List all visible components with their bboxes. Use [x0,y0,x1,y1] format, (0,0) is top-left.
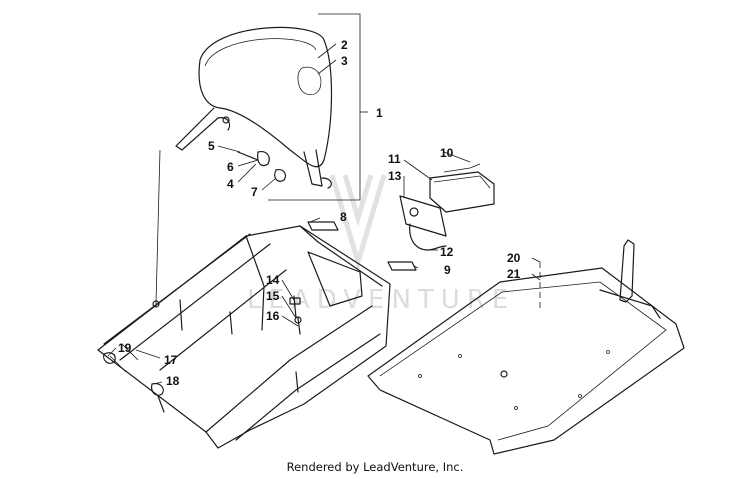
callout-10: 10 [440,146,454,160]
tail-light-assembly [399,163,495,251]
callout-5: 5 [208,139,215,153]
rack-hardware [103,295,301,413]
backrest-emblem [297,66,322,96]
mount-hardware [222,116,287,182]
callout-8: 8 [340,210,347,224]
backrest-brackets [175,107,332,189]
callout-20: 20 [507,251,521,265]
callout-9: 9 [444,263,451,277]
leadventure-watermark: LEADVENTURE [247,174,508,315]
callout-14: 14 [266,273,280,287]
callout-4: 4 [227,177,234,191]
backrest-pad [198,26,333,168]
callout-3: 3 [341,54,348,68]
callout-2: 2 [341,38,348,52]
callout-12: 12 [440,245,454,259]
rear-rack-frame [97,225,391,449]
callout-11: 11 [388,152,401,166]
decal-8 [307,221,339,231]
callout-17: 17 [164,353,178,367]
callout-19: 19 [118,341,132,355]
leader-lines [107,43,541,385]
cargo-plate [367,239,685,455]
plate-mount-arm [619,239,635,303]
callout-6: 6 [227,160,234,174]
callout-labels: 1 2 3 4 5 6 7 8 9 10 11 12 13 14 15 16 1… [118,38,521,388]
callout-1: 1 [376,106,383,120]
callout-7: 7 [251,185,258,199]
callout-16: 16 [266,309,280,323]
watermark-emblem-icon [329,174,387,271]
callout-bracket-1 [268,13,361,201]
callout-13: 13 [388,169,402,183]
callout-21: 21 [507,267,521,281]
render-credit: Rendered by LeadVenture, Inc. [286,460,464,474]
callout-15: 15 [266,289,280,303]
tail-light-bracket [399,195,447,237]
decal-9 [387,261,417,271]
callout-18: 18 [166,374,180,388]
rack-mount-plate [307,251,363,307]
